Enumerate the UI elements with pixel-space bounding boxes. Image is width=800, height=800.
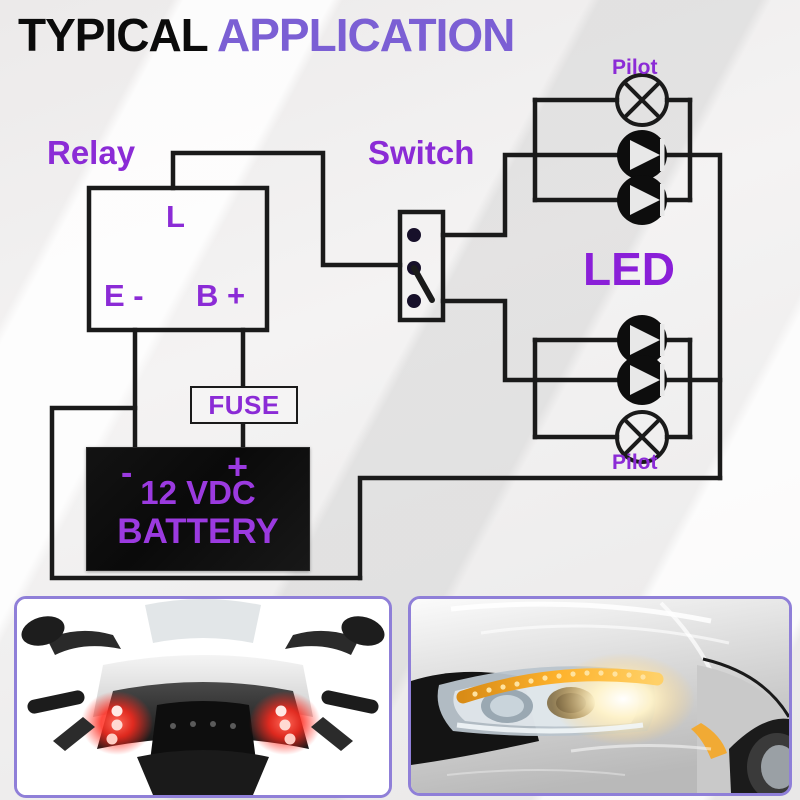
relay-terminal-b-label: B + — [196, 278, 246, 313]
wire-switch-bottom-to-led-bottom-group — [440, 298, 538, 383]
photo-motorcycle-led — [14, 596, 392, 798]
page-title: TYPICAL APPLICATION — [18, 9, 515, 61]
led-diode-icon — [617, 315, 667, 365]
relay-box — [86, 185, 270, 333]
led-diode-icon — [617, 175, 667, 225]
led-diode-icon — [617, 130, 667, 180]
battery-positive-terminal-label: + — [227, 446, 249, 487]
motorcycle-illustration — [17, 599, 389, 795]
fuse-label: FUSE — [208, 389, 280, 420]
fuse-box: FUSE — [190, 386, 298, 424]
wire-relay-L-to-switch — [170, 150, 403, 268]
switch-box — [397, 209, 446, 323]
photo-car-headlight-led — [408, 596, 792, 796]
pilot-top-label: Pilot — [612, 56, 658, 79]
wire-battery-return-to-led-bus — [357, 475, 723, 581]
car-headlight-illustration — [411, 599, 789, 793]
led-label: LED — [583, 243, 675, 295]
page-title-part-purple: APPLICATION — [217, 9, 515, 61]
wire-switch-top-to-led-top-group — [440, 152, 538, 238]
wiring-schematic — [49, 73, 723, 581]
battery-voltage-label: 12 VDC — [140, 474, 256, 511]
battery-box: - + 12 VDC BATTERY — [86, 447, 310, 571]
relay-terminal-e-label: E - — [104, 278, 144, 313]
switch-terminal-bottom — [407, 294, 421, 308]
relay-terminal-l-label: L — [166, 199, 185, 234]
battery-negative-terminal-label: - — [121, 454, 133, 492]
switch-terminal-top — [407, 228, 421, 242]
relay-label: Relay — [47, 134, 136, 171]
pilot-lamp-bottom-icon — [615, 410, 669, 464]
wire-ground-return-rail — [49, 405, 363, 581]
pilot-lamp-top-icon — [615, 73, 669, 127]
switch-blade — [411, 265, 435, 303]
switch-label: Switch — [368, 134, 475, 171]
page-title-part-black: TYPICAL — [18, 9, 218, 61]
wire-led-main-bus — [687, 152, 723, 481]
battery-title-label: BATTERY — [117, 512, 279, 551]
led-diode-icon — [617, 355, 667, 405]
pilot-bottom-label: Pilot — [612, 451, 658, 474]
